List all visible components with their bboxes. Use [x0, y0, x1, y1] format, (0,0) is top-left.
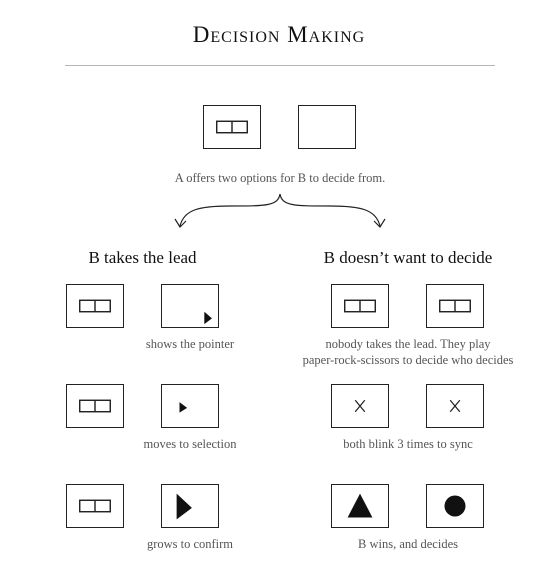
left-a-box-1	[66, 284, 124, 328]
right-b-box-2	[426, 384, 484, 428]
right-arrowhead-icon	[373, 218, 386, 228]
right-a-box-2	[331, 384, 389, 428]
left-b-box-2	[161, 384, 219, 428]
small-pointer-icon	[204, 311, 212, 325]
left-a-box-2	[66, 384, 124, 428]
circle-icon	[444, 495, 466, 517]
right-caption-3: B wins, and decides	[358, 537, 458, 551]
b-box-empty	[298, 105, 356, 149]
left-caption-2: moves to selection	[143, 437, 237, 451]
left-caption-1: shows the pointer	[145, 337, 235, 351]
close-x-icon	[449, 399, 461, 413]
triangle-icon	[347, 493, 373, 518]
two-options-icon	[79, 399, 111, 413]
two-options-icon	[79, 299, 111, 313]
two-options-icon	[79, 499, 111, 513]
right-caption-1-line1: nobody takes the lead. They play	[325, 337, 491, 351]
left-a-box-3	[66, 484, 124, 528]
two-options-icon	[439, 299, 471, 313]
right-a-box-1	[331, 284, 389, 328]
two-options-icon	[344, 299, 376, 313]
close-x-icon	[354, 399, 366, 413]
title-divider	[65, 65, 495, 66]
pointer-at-selection-icon	[179, 402, 188, 413]
diagram-title: Decision Making	[192, 22, 366, 47]
intro-caption: A offers two options for B to decide fro…	[174, 171, 386, 185]
large-pointer-icon	[176, 493, 192, 520]
left-caption-3: grows to confirm	[146, 537, 234, 551]
right-a-box-3	[331, 484, 389, 528]
right-caption-1-line2: paper-rock-scissors to decide who decide…	[302, 353, 514, 367]
right-caption-2: both blink 3 times to sync	[343, 437, 473, 451]
right-column-heading: B doesn’t want to decide	[323, 248, 493, 267]
two-options-icon	[216, 120, 248, 134]
split-brace-connector	[174, 193, 386, 228]
left-b-box-3	[161, 484, 219, 528]
left-b-box-1	[161, 284, 219, 328]
a-box-options	[203, 105, 261, 149]
right-caption-1: nobody takes the lead. They play paper-r…	[288, 336, 528, 368]
left-arrowhead-icon	[174, 218, 187, 228]
right-b-box-3	[426, 484, 484, 528]
left-column-heading: B takes the lead	[88, 248, 197, 267]
right-b-box-1	[426, 284, 484, 328]
